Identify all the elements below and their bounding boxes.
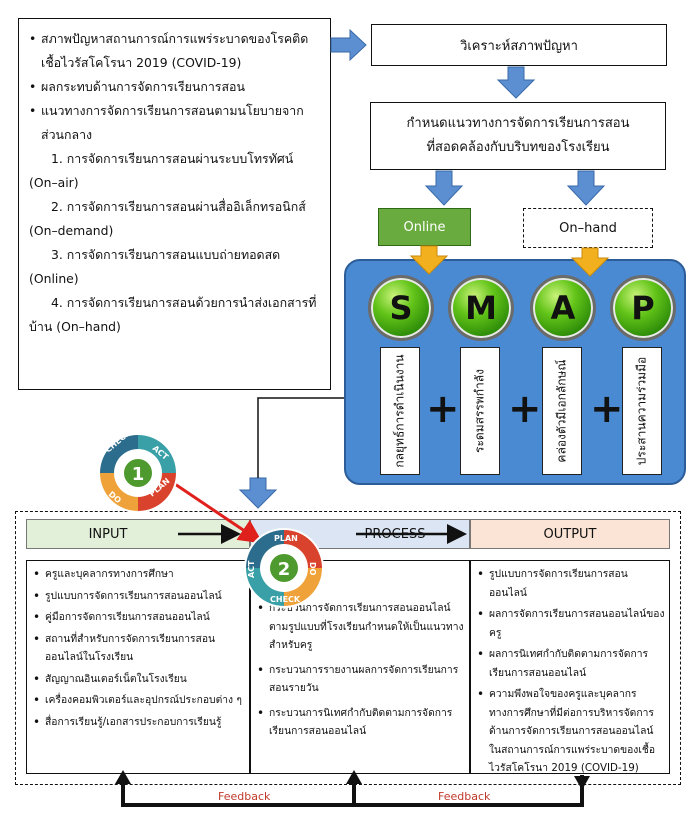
smap-circle-a: A — [530, 275, 596, 341]
input-item: สถานที่สำหรับการจัดการเรียนการสอนออนไลน์… — [33, 630, 245, 667]
pdca-cycle-2: 2 PLAN DO CHECK ACT — [244, 528, 324, 608]
analyze-label: วิเคราะห์สภาพปัญหา — [460, 38, 578, 54]
cycle-2-word: CHECK — [270, 595, 301, 604]
feedback-label-right: Feedback — [438, 790, 491, 803]
feedback-arrowhead-mid — [346, 770, 362, 784]
context-sub-item: 2. การจัดการเรียนการสอนผ่านสื่ออิเล็กทรอ… — [29, 199, 306, 238]
orange-arrow-online — [409, 245, 449, 275]
cycle-1-number: 1 — [132, 464, 145, 485]
output-item: รูปแบบการจัดการเรียนการสอนออนไลน์ — [477, 565, 665, 602]
output-label: OUTPUT — [543, 526, 597, 542]
output-header: OUTPUT — [470, 519, 670, 549]
cycle-2-word: ACT — [247, 560, 256, 578]
pdca-cycle-1: 1 CHECK ACT PLAN DO — [98, 428, 178, 513]
cycle-link-arrow — [159, 472, 263, 544]
smap-circle-s: S — [368, 275, 434, 341]
smap-bar-agility: คล่องตัวมีเอกลักษณ์ — [542, 347, 582, 475]
define-line2: ที่สอดคล้องกับบริบทของโรงเรียน — [426, 140, 610, 155]
output-item: ผลการนิเทศกำกับติดตามการจัดการเรียนการสอ… — [477, 645, 665, 682]
smap-connector-line — [257, 397, 344, 478]
input-item: เครื่องคอมพิวเตอร์และอุปกรณ์ประกอบต่าง ๆ — [33, 691, 245, 710]
input-item: คู่มือการจัดการเรียนการสอนออนไลน์ — [33, 608, 245, 627]
orange-arrow-onhand — [570, 247, 610, 277]
input-label: INPUT — [88, 526, 128, 542]
block-arrow-to-ipo — [238, 477, 278, 509]
input-item: สื่อการเรียนรู้/เอกสารประกอบการเรียนรู้ — [33, 713, 245, 732]
smap-bar-partnership: ประสานความร่วมมือ — [622, 347, 662, 475]
feedback-arrowhead-right — [574, 776, 590, 790]
input-item: รูปแบบการจัดการเรียนการสอนออนไลน์ — [33, 587, 245, 606]
cycle-2-number: 2 — [278, 559, 291, 580]
feedback-arrowhead-left — [115, 770, 131, 784]
smap-circle-p: P — [610, 275, 676, 341]
input-item: ครูและบุคลากรทางการศึกษา — [33, 565, 245, 584]
plus-sign: + — [508, 386, 542, 432]
context-bullet: ผลกระทบด้านการจัดการเรียนการสอน — [29, 75, 320, 99]
online-box: Online — [378, 208, 471, 246]
input-item: สัญญาณอินเตอร์เน็ตในโรงเรียน — [33, 670, 245, 689]
context-bullet: สภาพปัญหาสถานการณ์การแพร่ระบาดของโรคติดเ… — [29, 27, 320, 75]
online-label: Online — [403, 219, 446, 235]
output-item: ผลการจัดการเรียนการสอนออนไลน์ของครู — [477, 605, 665, 642]
ipo-frame — [15, 511, 681, 785]
block-arrow-right — [330, 28, 367, 62]
block-arrow-down — [496, 66, 536, 99]
onhand-label: On–hand — [559, 220, 617, 236]
smap-bar-mobilize: ระดมสรรพกำลัง — [460, 347, 500, 475]
smap-circle-m: M — [448, 275, 514, 341]
process-item: กระบวนการจัดการเรียนการสอนออนไลน์ตามรูปแ… — [257, 599, 465, 655]
context-sub-item: 4. การจัดการเรียนการสอนด้วยการนำส่งเอกสา… — [29, 295, 317, 334]
process-item: กระบวนการนิเทศกำกับติดตามการจัดการเรียนก… — [257, 704, 465, 741]
block-arrow-down-right — [566, 170, 606, 206]
process-item: กระบวนการรายงานผลการจัดการเรียนการสอนราย… — [257, 661, 465, 698]
context-bullet: แนวทางการจัดการเรียนการสอนตามนโยบายจากส่… — [29, 99, 320, 147]
output-item: ความพึงพอใจของครูและบุคลากรทางการศึกษาที… — [477, 685, 665, 778]
plus-sign: + — [426, 386, 460, 432]
context-box: สภาพปัญหาสถานการณ์การแพร่ระบาดของโรคติดเ… — [18, 18, 331, 390]
output-column: รูปแบบการจัดการเรียนการสอนออนไลน์ ผลการจ… — [470, 560, 670, 774]
plus-sign: + — [590, 386, 624, 432]
define-line1: กำหนดแนวทางการจัดการเรียนการสอน — [406, 116, 630, 131]
feedback-label-left: Feedback — [218, 790, 271, 803]
context-sub-item: 1. การจัดการเรียนการสอนผ่านระบบโทรทัศน์ … — [29, 151, 294, 190]
smap-panel: S M A P กลยุทธ์การดำเนินงาน ระดมสรรพกำลั… — [344, 259, 686, 485]
cycle-2-word: DO — [308, 562, 317, 576]
input-column: ครูและบุคลากรทางการศึกษา รูปแบบการจัดการ… — [26, 560, 250, 774]
block-arrow-down-left — [424, 170, 464, 206]
cycle-2-word: PLAN — [274, 534, 298, 543]
define-approach-box: กำหนดแนวทางการจัดการเรียนการสอน ที่สอดคล… — [370, 102, 666, 170]
smap-bar-strategy: กลยุทธ์การดำเนินงาน — [380, 347, 420, 475]
context-sub-item: 3. การจัดการเรียนการสอนแบบถ่ายทอดสด (Onl… — [29, 247, 281, 286]
analyze-box: วิเคราะห์สภาพปัญหา — [371, 24, 667, 66]
